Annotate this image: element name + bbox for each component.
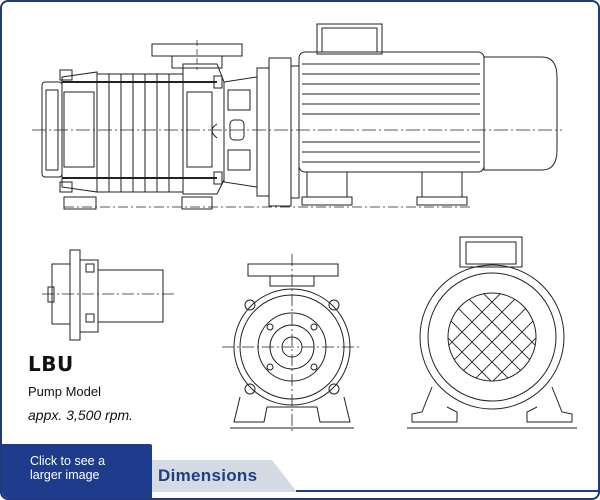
enlarge-image-label: Click to see a larger image	[30, 454, 106, 482]
footer-divider	[296, 490, 598, 492]
model-info: LBU Pump Model appx. 3,500 rpm.	[28, 352, 133, 423]
pump-front-view	[222, 254, 362, 432]
footer-bar: Dimensions Click to see a larger image	[2, 444, 598, 498]
tab-dimensions-label: Dimensions	[158, 466, 258, 485]
tab-shape	[132, 460, 297, 492]
pump-suction-view	[42, 249, 177, 341]
enlarge-image-button[interactable]: Click to see a larger image	[2, 444, 152, 498]
tab-dimensions[interactable]: Dimensions	[132, 460, 297, 492]
pump-side-view	[32, 23, 562, 210]
motor-fan-end-view	[407, 236, 577, 429]
model-type: Pump Model	[28, 384, 101, 399]
pump-technical-drawing[interactable]	[2, 2, 600, 442]
model-speed: appx. 3,500 rpm.	[28, 407, 134, 423]
model-name: LBU	[28, 352, 74, 376]
